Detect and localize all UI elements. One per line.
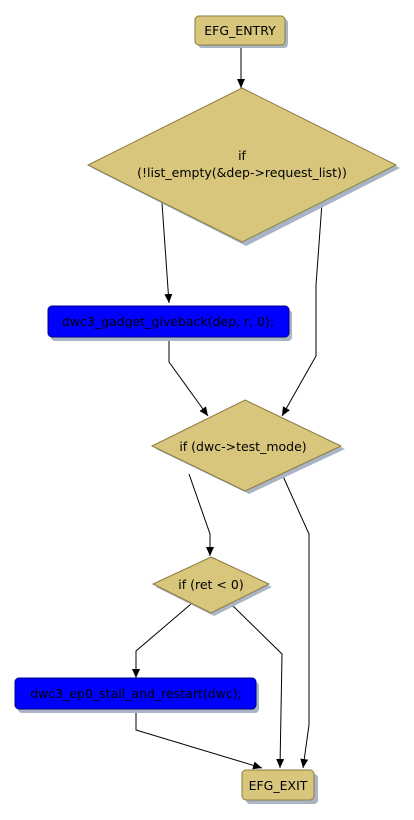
stall-node: dwc3_ep0_stall_and_restart(dwc); <box>14 677 259 713</box>
entry-node-label: EFG_ENTRY <box>204 23 276 38</box>
edge-if-test-mode-to-exit <box>281 473 310 769</box>
exit-node-label: EFG_EXIT <box>249 778 308 793</box>
if-ret-node: if (ret < 0) <box>151 556 272 616</box>
exit-node-box <box>241 769 315 801</box>
if-test-mode-node: if (dwc->test_mode) <box>150 399 345 494</box>
if-list-empty-diamond <box>86 87 398 243</box>
giveback-node-label: dwc3_gadget_giveback(dep, r, 0); <box>62 314 274 329</box>
if-list-empty-label-line2: (!list_empty(&dep->request_list)) <box>137 165 347 180</box>
edges <box>132 46 323 770</box>
if-list-empty-node: if (!list_empty(&dep->request_list)) <box>86 87 400 246</box>
if-test-mode-diamond <box>150 399 343 492</box>
if-ret-diamond <box>151 556 271 614</box>
edge-stall-to-exit <box>135 708 263 770</box>
exit-node: EFG_EXIT <box>241 769 318 804</box>
if-test-mode-label: if (dwc->test_mode) <box>179 439 306 454</box>
if-ret-label: if (ret < 0) <box>178 577 243 592</box>
stall-node-box <box>14 677 257 710</box>
entry-node: EFG_ENTRY <box>194 15 288 48</box>
stall-node-label: dwc3_ep0_stall_and_restart(dwc); <box>30 686 242 701</box>
entry-node-box <box>194 15 286 46</box>
edge-if-list-to-giveback <box>161 202 173 304</box>
edge-if-ret-to-stall <box>132 603 192 678</box>
giveback-node: dwc3_gadget_giveback(dep, r, 0); <box>47 305 292 341</box>
edge-if-list-to-if-test-mode <box>281 202 323 417</box>
edge-if-test-mode-to-if-ret <box>188 473 214 556</box>
giveback-node-box <box>47 305 290 338</box>
edge-giveback-to-if-test-mode <box>168 338 209 417</box>
edge-if-ret-to-exit <box>230 603 285 769</box>
if-list-empty-label-line1: if <box>238 148 246 163</box>
